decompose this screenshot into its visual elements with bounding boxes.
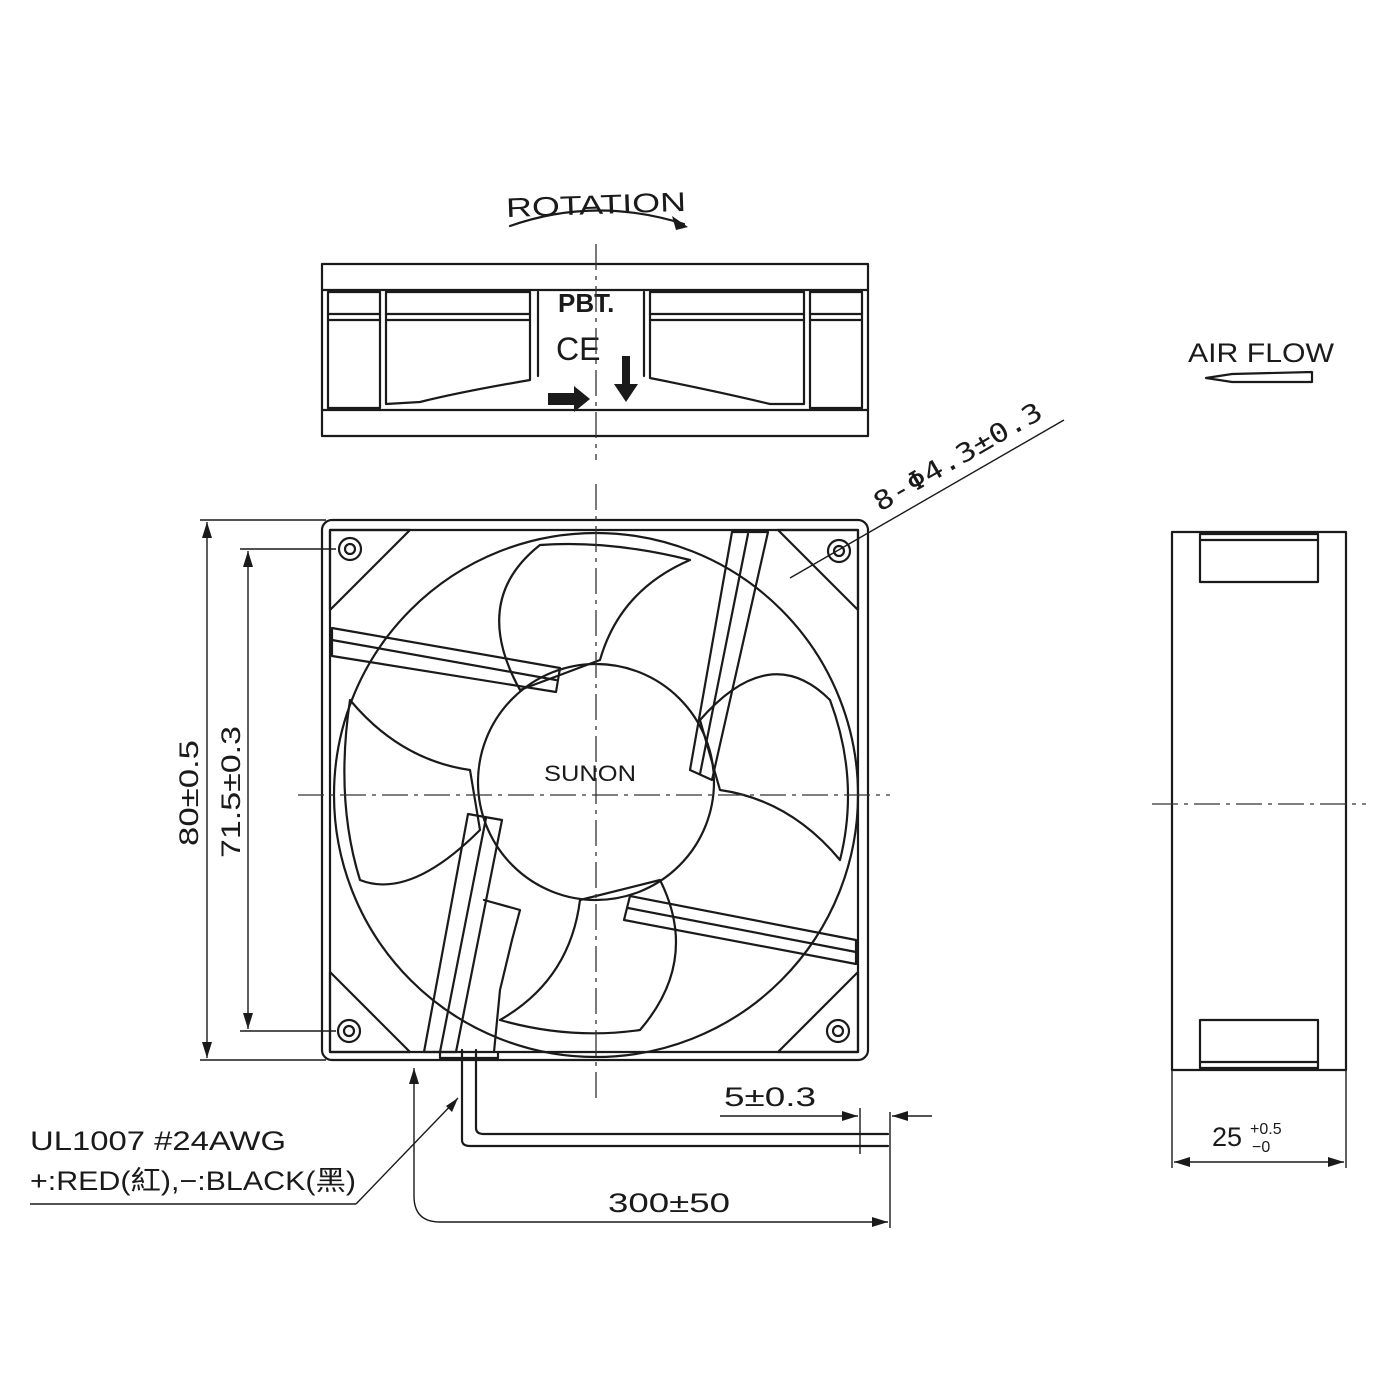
- ce-mark: CE: [556, 331, 600, 367]
- down-flow-arrow-icon: [614, 356, 638, 402]
- wire-length-dimension: 300±50: [409, 1068, 891, 1228]
- wire-red: [460, 1048, 890, 1148]
- corner-gusset-br: [776, 970, 860, 1054]
- top-view-blade-right: [648, 290, 806, 406]
- strip-length-dimension: 5±0.3: [720, 1082, 932, 1154]
- mounting-hole-tr: [826, 538, 852, 564]
- lead-wires: [438, 1048, 890, 1148]
- strip-length-label: 5±0.3: [724, 1082, 816, 1112]
- impeller-blade-2: [698, 673, 850, 862]
- thickness-tol-lower: −0: [1252, 1139, 1270, 1156]
- wire-length-label: 300±50: [608, 1188, 730, 1218]
- corner-gusset-tl: [328, 528, 412, 612]
- mount-hole-label: 8-Φ4.3±0.3: [869, 397, 1049, 518]
- wire-exit-notch: [438, 1050, 500, 1060]
- wire-spec-line2: +:RED(紅),−:BLACK(黑): [30, 1166, 356, 1196]
- rotation-label: ROTATION: [506, 187, 687, 223]
- side-view-top-flange: [1198, 532, 1320, 584]
- thickness-base-label: 25: [1212, 1122, 1242, 1152]
- air-flow-arrow-icon: [1204, 370, 1314, 384]
- wire-spec-line1: UL1007 #24AWG: [30, 1126, 286, 1156]
- strut-top-right: [688, 530, 770, 782]
- strut-bottom-left: [422, 812, 504, 1054]
- side-flow-arrow-icon: [548, 386, 590, 412]
- side-view-housing: [1170, 530, 1348, 1072]
- mount-hole-callout: 8-Φ4.3±0.3: [789, 397, 1065, 579]
- wire-spec-leader: [355, 1097, 459, 1205]
- wire-spec-callout: UL1007 #24AWG +:RED(紅),−:BLACK(黑): [30, 1097, 459, 1205]
- height-pitch-label: 71.5±0.3: [216, 726, 246, 858]
- material-label: PBT.: [558, 288, 614, 318]
- impeller-blade-3: [498, 878, 678, 1035]
- strut-top-left: [330, 626, 562, 694]
- height-dimensions: 80±0.5 71.5±0.3: [174, 519, 336, 1061]
- wire-black: [474, 1048, 890, 1136]
- corner-gusset-bl: [328, 970, 412, 1054]
- top-view-blade-left: [384, 290, 532, 406]
- front-view: SUNON: [298, 484, 890, 1100]
- mount-hole-leader: [789, 419, 1065, 579]
- brand-label: SUNON: [544, 761, 636, 786]
- side-view-bottom-flange: [1198, 1018, 1320, 1070]
- top-view-housing: [320, 262, 870, 438]
- height-outer-label: 80±0.5: [174, 740, 204, 846]
- impeller-blade-1: [498, 542, 692, 692]
- wire-channel: [482, 898, 522, 1054]
- air-flow-label: AIR FLOW: [1188, 338, 1335, 368]
- mounting-hole-tl: [337, 536, 363, 562]
- mounting-hole-bl: [336, 1018, 362, 1044]
- corner-gusset-tr: [776, 528, 860, 612]
- thickness-tol-upper: +0.5: [1250, 1121, 1282, 1138]
- front-view-housing: [320, 518, 870, 1062]
- top-view-slot-left-outer: [326, 290, 382, 410]
- strut-right: [622, 894, 858, 966]
- rotation-arc: [508, 209, 686, 228]
- top-view: ROTATION PBT. CE: [320, 187, 870, 460]
- impeller-blade-4: [343, 698, 482, 886]
- rotation-arrowhead-icon: [672, 216, 688, 230]
- side-view: 25 +0.5 −0: [1152, 530, 1366, 1168]
- top-view-slot-right-outer: [808, 290, 864, 410]
- wire-length-dim-line: [413, 1195, 888, 1223]
- mounting-hole-br: [825, 1018, 851, 1044]
- air-flow-indicator: AIR FLOW: [1188, 338, 1335, 384]
